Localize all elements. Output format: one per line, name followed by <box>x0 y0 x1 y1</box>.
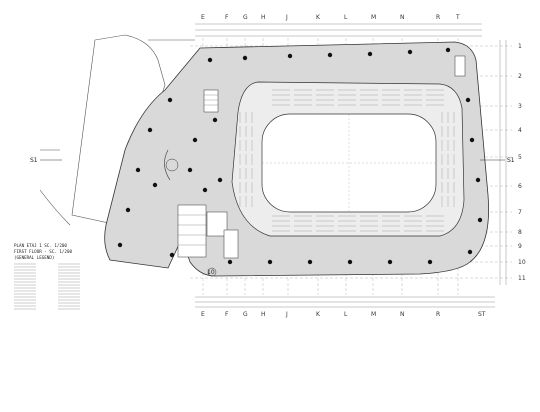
grid-column-label: K <box>316 14 321 21</box>
grid-column-label: R <box>436 311 440 318</box>
grid-column-label: ST <box>478 311 486 318</box>
grid-column-label: H <box>261 311 266 318</box>
curved-wall <box>164 149 171 181</box>
grid-column-label: R <box>436 14 440 21</box>
structural-columns <box>117 47 483 265</box>
grid-column-label: G <box>243 311 248 318</box>
bottom-dimension-lines <box>195 296 495 308</box>
grid-column-label: J <box>285 311 288 318</box>
plan-title-en: FIRST FLOOR - SC. 1/200 <box>14 249 72 254</box>
plan-title-legend: (GENERAL LEGEND) <box>14 255 54 260</box>
grid-column-label: H <box>261 14 266 21</box>
grid-column-label: T <box>455 14 460 21</box>
feature-circle <box>165 158 179 172</box>
top-dimension-lines <box>195 23 482 37</box>
stair-cores <box>177 55 466 259</box>
grid-column-label: M <box>371 311 376 318</box>
grid-column-label: G <box>243 14 248 21</box>
grid-column-label: E <box>201 311 205 318</box>
grid-row-label: 1 <box>518 43 522 50</box>
section-mark-right: S1 <box>507 157 515 164</box>
grid-column-labels-bottom: E F G H J K L M N R ST <box>201 311 486 318</box>
grid-row-label: 10 <box>518 259 526 266</box>
grid-column-label: F <box>225 14 229 21</box>
grid-column-label: E <box>201 14 205 21</box>
grid-row-labels: 1 2 3 4 5 6 7 8 9 10 11 <box>518 43 526 282</box>
grid-row-label: 4 <box>518 127 522 134</box>
grid-row-label: 9 <box>518 243 522 250</box>
grid-column-label: L <box>344 311 348 318</box>
grid-row-label: 7 <box>518 209 522 216</box>
grid-row-label: 2 <box>518 73 522 80</box>
legend-entries <box>14 263 80 310</box>
grid-column-label: N <box>400 14 405 21</box>
grid-column-label: J <box>285 14 288 21</box>
grid-row-label: 6 <box>518 183 522 190</box>
section-marks <box>40 159 505 277</box>
grid-column-label: F <box>225 311 229 318</box>
grid-column-label: M <box>371 14 376 21</box>
seating-rows <box>239 89 455 232</box>
grid-column-label: L <box>344 14 348 21</box>
section-mark-left: S1 <box>30 157 38 164</box>
grid-column-label: N <box>400 311 405 318</box>
right-dimension-lines <box>499 40 507 285</box>
grid-row-label: 5 <box>518 154 522 161</box>
stair-treads <box>178 94 218 246</box>
plan-title-ro: PLAN ETAJ 1 SC. 1/200 <box>14 243 67 248</box>
grid-row-label: 3 <box>518 103 522 110</box>
title-block: PLAN ETAJ 1 SC. 1/200 FIRST FLOOR - SC. … <box>14 243 72 260</box>
section-mark-bottom: 10 <box>207 269 215 276</box>
grid-row-label: 8 <box>518 229 522 236</box>
grid-row-label: 11 <box>518 275 526 282</box>
grid-column-label: K <box>316 311 321 318</box>
